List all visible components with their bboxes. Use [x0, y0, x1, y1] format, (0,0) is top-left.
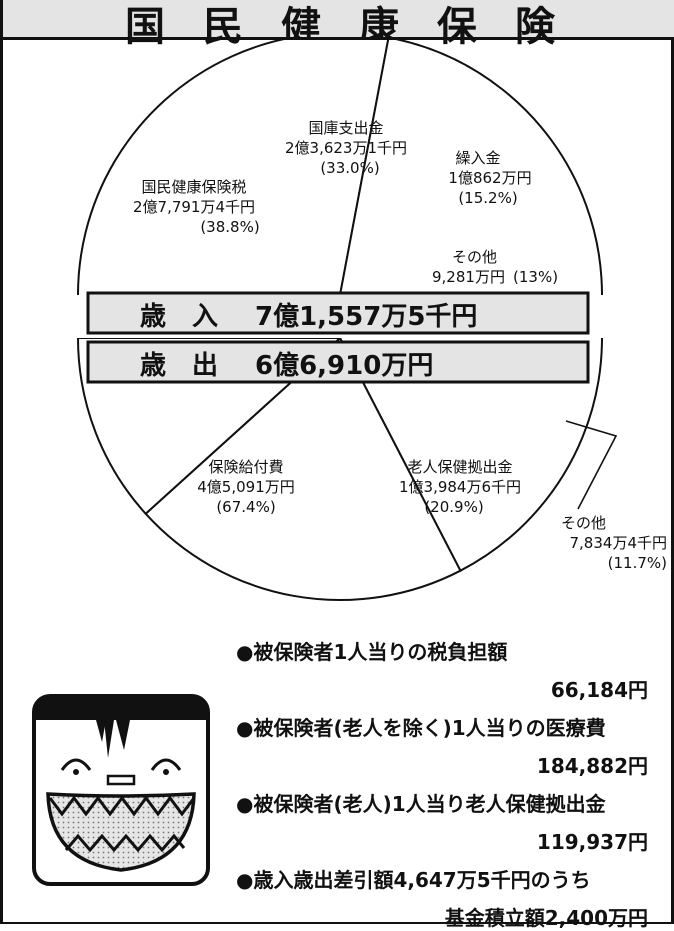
- slice-percent-text: (38.8%): [200, 218, 259, 236]
- revenue-slice-label: 繰入金 1億862万円 (15.2%): [448, 149, 531, 207]
- expenditure-total-value: 6億6,910万円: [255, 351, 433, 381]
- slice-percent-text: (33.0%): [320, 159, 379, 177]
- note-elderly-contribution-value: 119,937円: [536, 830, 648, 854]
- note-tax-burden-value: 66,184円: [550, 678, 648, 702]
- revenue-slice-label: 国庫支出金 2億3,623万1千円 (33.0%): [285, 119, 407, 177]
- slice-label-text: 繰入金: [455, 149, 500, 167]
- slice-percent-text: (20.9%): [424, 498, 483, 516]
- exp-slice: [144, 338, 462, 601]
- revenue-slice-label: その他 9,281万円 (13%): [432, 248, 558, 286]
- note-medical-cost-value: 184,882円: [536, 754, 648, 778]
- exp-slice: [76, 338, 603, 573]
- slice-percent-text: (11.7%): [608, 554, 667, 572]
- revenue-slice-label: 国民健康保険税 2億7,791万4千円 (38.8%): [133, 178, 260, 236]
- leader-line: [565, 420, 618, 510]
- rev-slice: [77, 40, 390, 295]
- slice-label-text: その他: [452, 248, 497, 266]
- slice-amount-text: 1億862万円: [448, 169, 531, 187]
- slice-amount-text: 1億3,984万6千円: [399, 478, 521, 496]
- note-medical-cost: ●被保険者(老人を除く)1人当りの医療費: [236, 716, 606, 740]
- slice-label-text: 老人保健拠出金: [407, 458, 512, 476]
- revenue-total-value: 7億1,557万5千円: [255, 302, 477, 332]
- revenue-total-label: 歳 入: [140, 302, 218, 332]
- slice-amount-text: 2億7,791万4千円: [133, 198, 255, 216]
- note-tax-burden: ●被保険者1人当りの税負担額: [236, 640, 508, 664]
- note-fund-reserve: 基金積立額2,400万円: [444, 906, 648, 930]
- slice-amount-text: 7,834万4千円: [570, 534, 668, 552]
- revenue-pie: [77, 40, 603, 295]
- slice-label-text: その他: [561, 514, 606, 532]
- slice-percent-text: (67.4%): [216, 498, 275, 516]
- expenditure-total-label: 歳 出: [140, 351, 218, 381]
- expenditure-total-band: [86, 340, 590, 384]
- slice-amount-text: 9,281万円: [432, 268, 505, 286]
- revenue-total-band: [86, 291, 590, 335]
- rev-slice: [338, 40, 603, 295]
- slice-label-text: 国民健康保険税: [141, 178, 246, 196]
- expenditure-slice-label: その他 7,834万4千円 (11.7%): [561, 420, 668, 572]
- note-balance: ●歳入歳出差引額4,647万5千円のうち: [236, 868, 591, 892]
- expenditure-slice-label: 老人保健拠出金 1億3,984万6千円 (20.9%): [399, 458, 521, 516]
- expenditure-slice-label: 保険給付費 4億5,091万円 (67.4%): [197, 458, 295, 516]
- slice-label-text: 保険給付費: [208, 458, 283, 476]
- cartoon-face-icon: [32, 694, 210, 886]
- slice-label-text: 国庫支出金: [308, 119, 383, 137]
- note-elderly-contribution: ●被保険者(老人)1人当り老人保健拠出金: [236, 792, 606, 816]
- slice-percent-text: (13%): [513, 268, 558, 286]
- slice-amount-text: 4億5,091万円: [197, 478, 295, 496]
- slice-amount-text: 2億3,623万1千円: [285, 139, 407, 157]
- slice-percent-text: (15.2%): [458, 189, 517, 207]
